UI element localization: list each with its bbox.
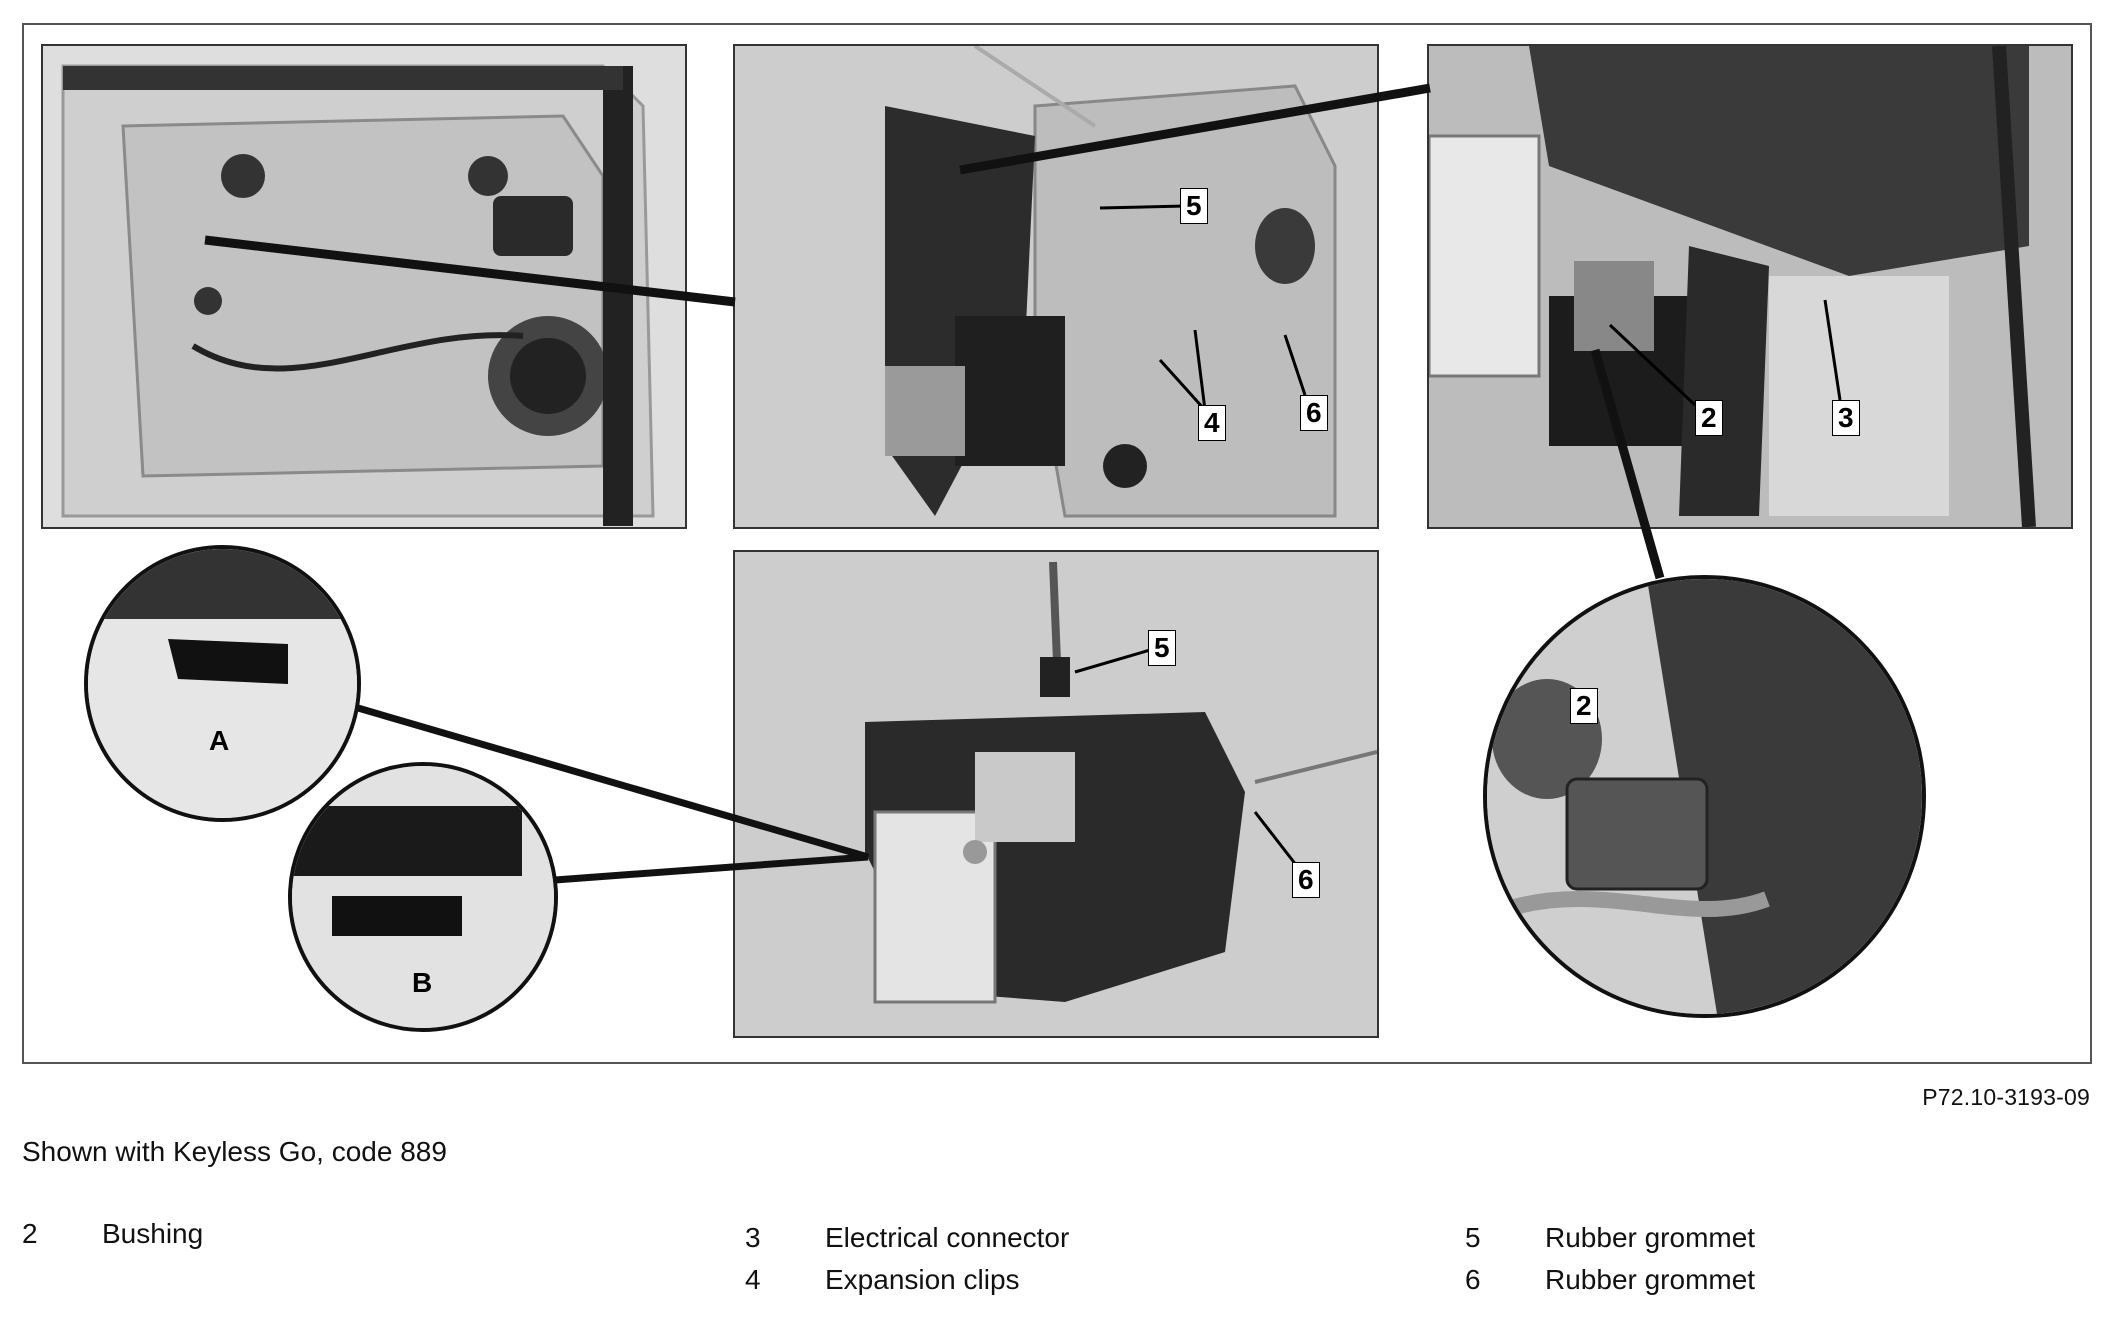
callout-2-detail: 2 (1570, 688, 1598, 724)
legend-number: 5 (1465, 1222, 1481, 1253)
legend-label: Electrical connector (825, 1222, 1070, 1253)
callout-3-top: 3 (1832, 400, 1860, 436)
legend-label: Expansion clips (825, 1264, 1020, 1295)
detail-circle-bushing (1483, 575, 1926, 1018)
callout-a: A (209, 725, 230, 756)
legend-number: 2 (22, 1218, 38, 1249)
detail-circle-a (84, 545, 361, 822)
callout-5-bottom: 5 (1148, 630, 1176, 666)
figure-caption: Shown with Keyless Go, code 889 (22, 1136, 447, 1167)
callout-4-top: 4 (1198, 405, 1226, 441)
photo-door-overview (41, 44, 687, 529)
callout-5-top: 5 (1180, 188, 1208, 224)
legend-number: 4 (745, 1264, 761, 1295)
photo-lock-removed (733, 550, 1379, 1038)
callout-6-top: 6 (1300, 395, 1328, 431)
photo-lock-in-door (733, 44, 1379, 529)
callout-6-bottom: 6 (1292, 862, 1320, 898)
callout-2-top: 2 (1695, 400, 1723, 436)
callout-b: B (412, 967, 433, 998)
legend-number: 6 (1465, 1264, 1481, 1295)
legend-label: Rubber grommet (1545, 1222, 1756, 1253)
legend-number: 3 (745, 1222, 761, 1253)
photo-connector (1427, 44, 2073, 529)
legend-label: Bushing (102, 1218, 204, 1249)
legend-label: Rubber grommet (1545, 1264, 1756, 1295)
figure-id: P72.10-3193-09 (1922, 1084, 2090, 1110)
